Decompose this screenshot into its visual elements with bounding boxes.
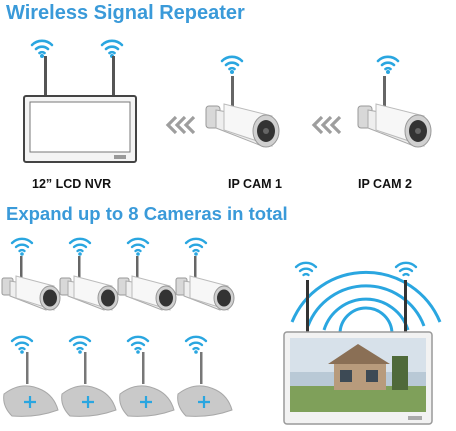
bullet-camera-icon xyxy=(357,76,432,148)
wifi-signal-icon xyxy=(30,39,54,58)
bullet-camera-icon xyxy=(205,76,280,148)
mount-row xyxy=(2,335,234,418)
chevron-double-left-icon xyxy=(165,115,196,135)
cam1-label: IP CAM 1 xyxy=(228,177,282,191)
lcd-nvr-monitor-icon xyxy=(23,56,137,163)
camera-row xyxy=(1,237,235,311)
large-nvr-icon xyxy=(283,261,442,425)
chevron-double-left-icon xyxy=(311,115,342,135)
cam2-label: IP CAM 2 xyxy=(358,177,412,191)
page-title: Wireless Signal Repeater xyxy=(6,2,245,24)
wifi-signal-icon xyxy=(100,39,124,58)
expand-title: Expand up to 8 Cameras in total xyxy=(6,203,288,224)
wifi-signal-icon xyxy=(220,55,244,74)
nvr-label: 12” LCD NVR xyxy=(32,177,112,191)
wifi-signal-icon xyxy=(376,55,400,74)
